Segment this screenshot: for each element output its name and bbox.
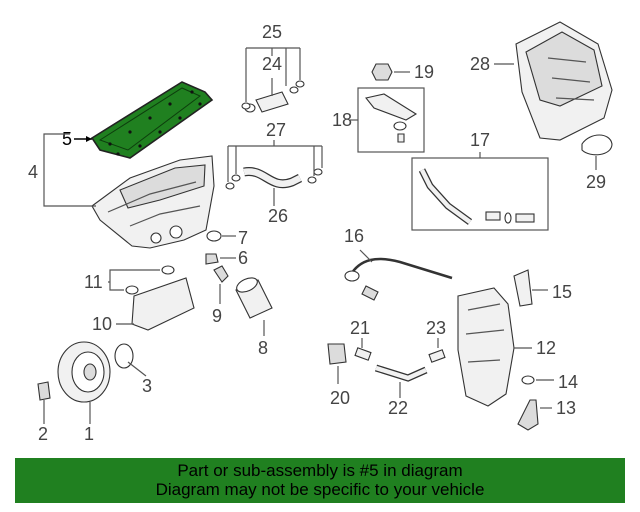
callout-18: 18 [332, 110, 352, 130]
callout-11: 11 [84, 272, 103, 292]
callout-23: 23 [426, 318, 446, 338]
part-16-dipstick[interactable] [344, 257, 453, 301]
part-29-gasket[interactable] [581, 134, 613, 156]
part-26-hose[interactable] [243, 167, 303, 189]
part-8-oil-filter[interactable] [235, 275, 273, 319]
callout-24: 24 [262, 54, 282, 74]
part-27-clamps[interactable] [225, 168, 323, 190]
callout-29: 29 [586, 172, 606, 192]
leader-25 [245, 47, 301, 102]
part-18-cap-assembly[interactable] [365, 93, 418, 143]
callout-8: 8 [258, 338, 268, 358]
callout-13: 13 [556, 398, 576, 418]
highlight-note: Part or sub-assembly is #5 in diagram [177, 461, 463, 480]
part-13-sensor[interactable] [517, 399, 539, 431]
part-6-drain-plug[interactable] [205, 253, 219, 265]
arrow-5 [86, 136, 92, 142]
callout-6: 6 [238, 248, 248, 268]
callout-7: 7 [238, 228, 248, 248]
part-23-fitting[interactable] [428, 349, 446, 363]
part-12-cover[interactable] [457, 287, 515, 407]
part-1-crank-pulley[interactable] [57, 341, 111, 403]
callout-16: 16 [344, 226, 364, 246]
callout-25: 25 [262, 22, 282, 42]
callout-2: 2 [38, 424, 48, 444]
leader-11 [108, 269, 160, 291]
part-4-oil-pan[interactable] [91, 155, 215, 249]
part-9-sensor[interactable] [213, 265, 229, 283]
part-10-baffle[interactable] [131, 277, 195, 331]
part-19-cap[interactable] [371, 63, 393, 81]
leader-16 [359, 249, 373, 263]
callout-1: 1 [84, 424, 94, 444]
callout-15: 15 [552, 282, 572, 302]
part-24-hose[interactable] [244, 91, 289, 113]
callout-22: 22 [388, 398, 408, 418]
leader-4 [43, 133, 96, 207]
part-2-bolt[interactable] [37, 381, 51, 401]
part-17-pcv-hose[interactable] [418, 168, 535, 225]
callout-21: 21 [350, 318, 370, 338]
callout-10: 10 [92, 314, 112, 334]
part-15-bracket[interactable] [513, 269, 533, 307]
callout-27: 27 [266, 120, 286, 140]
part-22-hose[interactable] [374, 364, 428, 382]
callout-14: 14 [558, 372, 578, 392]
diagram-disclaimer: Diagram may not be specific to your vehi… [155, 480, 485, 499]
callout-19: 19 [414, 62, 434, 82]
callout-12: 12 [536, 338, 556, 358]
part-21-fitting[interactable] [354, 347, 372, 361]
part-28-intake-manifold[interactable] [515, 21, 613, 141]
callout-17: 17 [470, 130, 490, 150]
parts-diagram: 5 4 25 24 27 26 1 [28, 21, 613, 444]
callout-4: 4 [28, 162, 38, 182]
part-5-gasket[interactable] [90, 81, 214, 159]
disclaimer-banner: Part or sub-assembly is #5 in diagram Di… [15, 458, 625, 503]
callout-28: 28 [470, 54, 490, 74]
callout-20: 20 [330, 388, 350, 408]
callout-3: 3 [142, 376, 152, 396]
leader-27 [227, 140, 323, 182]
part-7-washer[interactable] [206, 230, 222, 242]
part-14-ring[interactable] [521, 375, 535, 385]
part-11-seals[interactable] [125, 265, 175, 295]
callout-9: 9 [212, 306, 222, 326]
callout-5: 5 [62, 129, 72, 149]
callout-26: 26 [268, 206, 288, 226]
part-25-clamps[interactable] [241, 80, 305, 110]
part-20-valve[interactable] [327, 343, 347, 365]
leader-3 [127, 361, 147, 377]
